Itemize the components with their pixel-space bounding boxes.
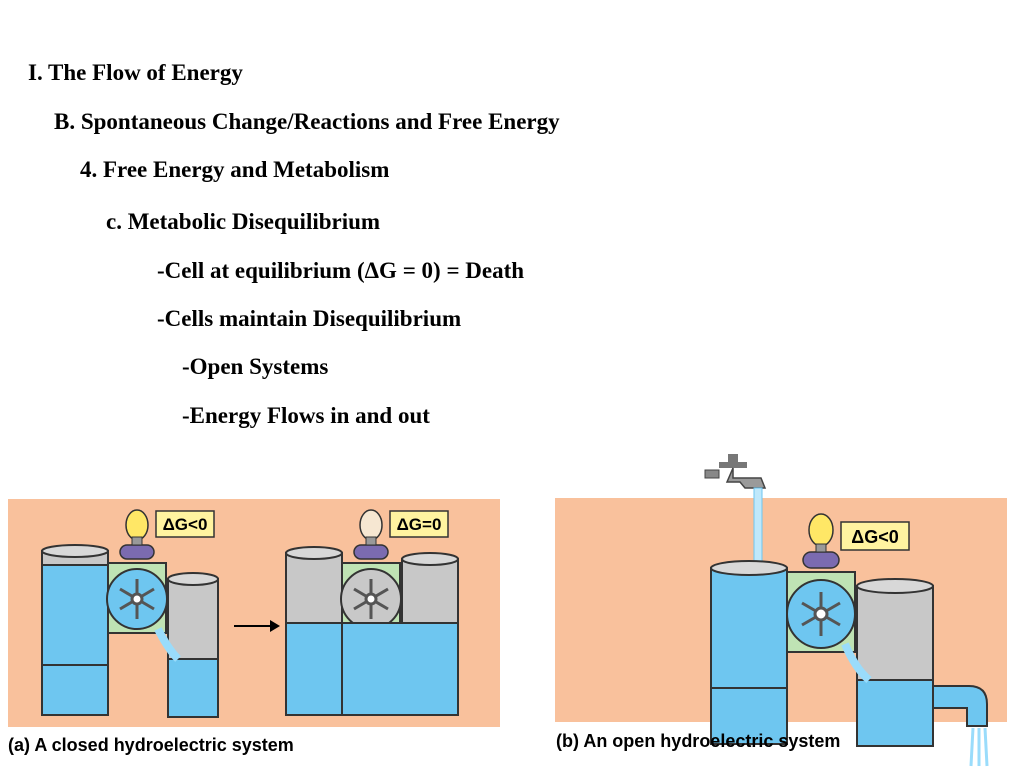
closed-system-diagram: ΔG<0 ΔG=0	[41, 509, 459, 718]
closed-system-panel: ΔG<0 ΔG=0	[8, 499, 500, 727]
caption-closed-system: (a) A closed hydroelectric system	[8, 735, 294, 755]
faucet-icon	[704, 454, 767, 489]
lightbulb-icon	[808, 513, 834, 547]
delta-g-label-a1: ΔG<0	[163, 515, 208, 534]
turbine-icon	[801, 592, 841, 636]
open-system-diagram: ΔG<0	[704, 454, 989, 767]
bullet-cells-maintain: -Cells maintain Disequilibrium	[157, 306, 462, 331]
delta-g-label-b: ΔG<0	[851, 527, 898, 547]
caption-open-system: (b) An open hydroelectric system	[556, 731, 841, 751]
turbine-icon	[119, 579, 155, 619]
delta-g-label-a2: ΔG=0	[397, 515, 442, 534]
heading-level-1: I. The Flow of Energy	[28, 60, 243, 85]
closed-system-after: ΔG=0	[285, 509, 459, 716]
closed-system-before: ΔG<0	[41, 509, 219, 718]
heading-level-3: 4. Free Energy and Metabolism	[80, 157, 390, 182]
heading-level-2: B. Spontaneous Change/Reactions and Free…	[54, 109, 560, 134]
bullet-open-systems: -Open Systems	[182, 354, 329, 379]
heading-level-4: c. Metabolic Disequilibrium	[106, 209, 381, 234]
arrow-icon	[234, 620, 280, 632]
lightbulb-off-icon	[359, 509, 383, 541]
bullet-energy-flows: -Energy Flows in and out	[182, 403, 430, 428]
bullet-cell-equilibrium: -Cell at equilibrium (ΔG = 0) = Death	[157, 258, 525, 283]
lightbulb-icon	[125, 509, 149, 541]
turbine-icon	[353, 579, 389, 619]
